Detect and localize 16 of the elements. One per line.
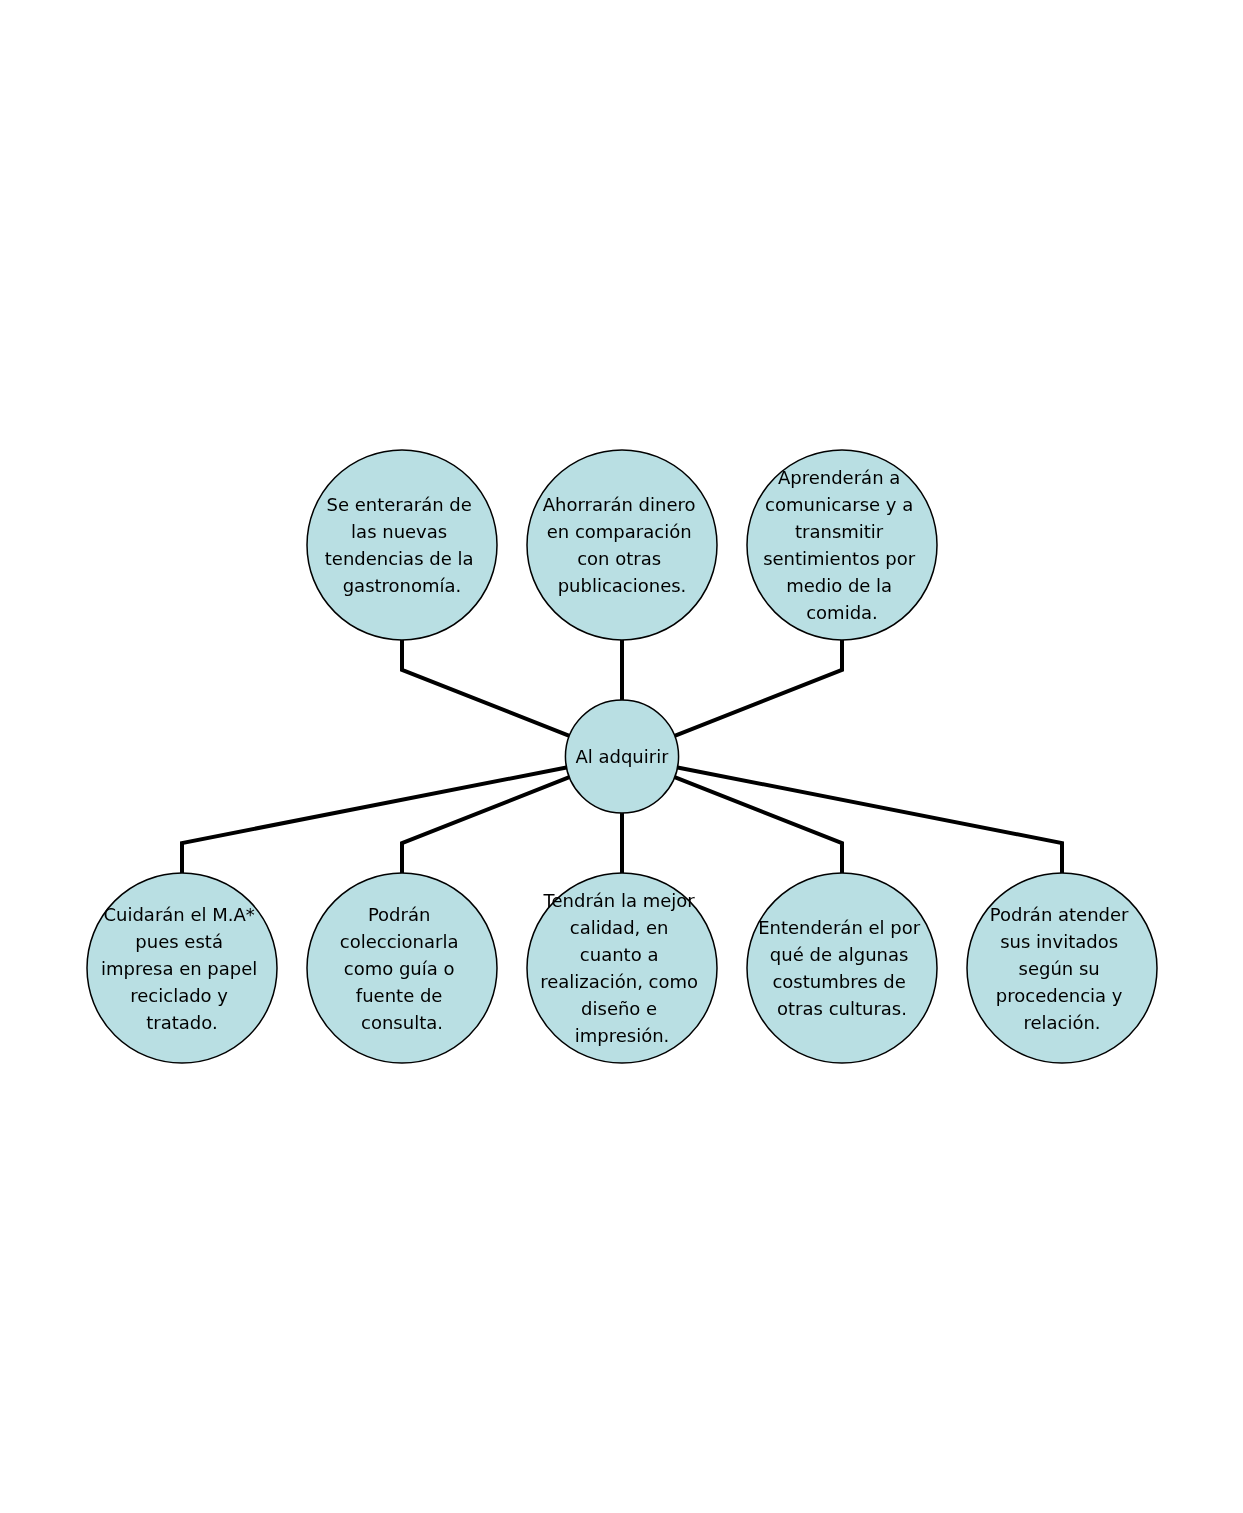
connector <box>399 775 570 874</box>
connector <box>619 813 624 874</box>
node-circle: Podrán atender sus invitados según su procedencia y relación. <box>965 872 1158 1064</box>
node-circle: Al adquirir <box>564 699 679 814</box>
node-circle: Podrán coleccionarla como guía o fuente de consulta. <box>305 872 498 1064</box>
connector <box>673 775 844 874</box>
connector <box>673 639 844 738</box>
connector <box>179 765 567 874</box>
connector <box>676 765 1064 874</box>
node-circle: Cuidarán el M.A* pues está impresa en papel reciclado y tratado. <box>85 872 278 1064</box>
node-circle: Ahorrarán dinero en comparación con otras publicaciones. <box>525 449 718 641</box>
node-circle: Entenderán el por qué de algunas costumbres de otras culturas. <box>745 872 938 1064</box>
connector <box>399 639 570 738</box>
node-circle: Aprenderán a comunicarse y a transmitir sentimientos por medio de la comida. <box>745 449 938 641</box>
connector <box>619 639 624 700</box>
node-circle: Se enterarán de las nuevas tendencias de la gastronomía. <box>305 449 498 641</box>
